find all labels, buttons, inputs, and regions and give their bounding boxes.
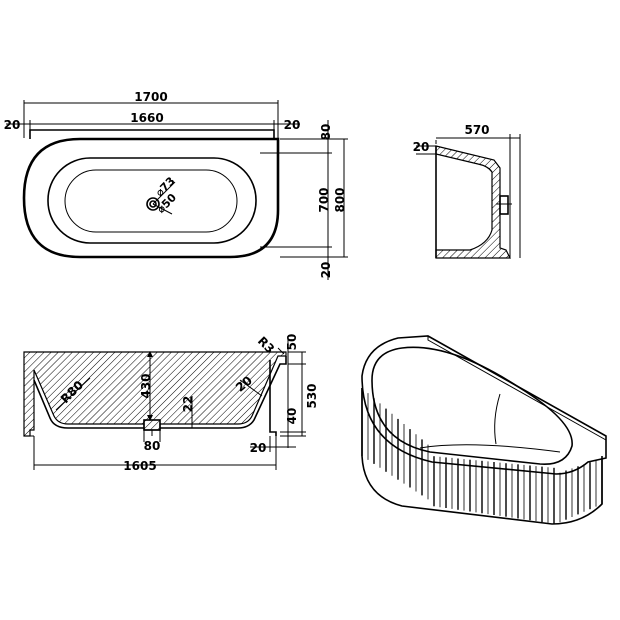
perspective-flutes — [361, 388, 603, 524]
perspective-skirt — [361, 388, 603, 525]
bath-rim-top — [29, 129, 275, 139]
dim-overall-width: 800 — [333, 187, 347, 212]
perspective-rim — [361, 335, 607, 475]
top-view: ⌀73 ⌀50 1700 1660 20 20 80 700 800 20 — [4, 90, 348, 280]
drain-inner-circle — [149, 200, 157, 208]
basin-inner-outline — [47, 157, 257, 244]
dim-inner-length: 1660 — [130, 111, 163, 125]
dim-rim-height: 50 — [285, 334, 299, 351]
dim-base-length: 1605 — [123, 459, 156, 473]
side-section: 570 20 — [413, 123, 521, 259]
dim-overall-length: 1700 — [134, 90, 167, 104]
dim-overall-height: 530 — [305, 383, 319, 408]
perspective-view — [361, 335, 607, 525]
front-section: 430 22 R80 20 R3 50 530 40 1605 80 20 — [23, 334, 319, 473]
dim-inner-width: 700 — [317, 187, 331, 212]
bath-outline-top — [22, 137, 280, 259]
perspective-basin — [371, 346, 573, 465]
dim-base-offset: 20 — [250, 441, 267, 455]
dim-wall: 22 — [181, 396, 195, 413]
side-section-shell — [435, 145, 511, 259]
dim-inner-depth: 430 — [139, 373, 153, 398]
drain-outer-circle — [146, 197, 160, 211]
dim-top-rim: 80 — [319, 124, 333, 141]
dim-right-rim: 20 — [284, 118, 301, 132]
dim-bottom-rim: 20 — [319, 262, 333, 279]
dim-left-rim: 20 — [4, 118, 21, 132]
side-drain-fitting — [499, 195, 509, 215]
dim-drain-width: 80 — [144, 439, 161, 453]
dim-side-depth: 570 — [464, 123, 489, 137]
basin-inner-floor — [64, 169, 238, 233]
dim-side-wall: 20 — [413, 140, 430, 154]
dim-base-gap: 40 — [285, 408, 299, 425]
